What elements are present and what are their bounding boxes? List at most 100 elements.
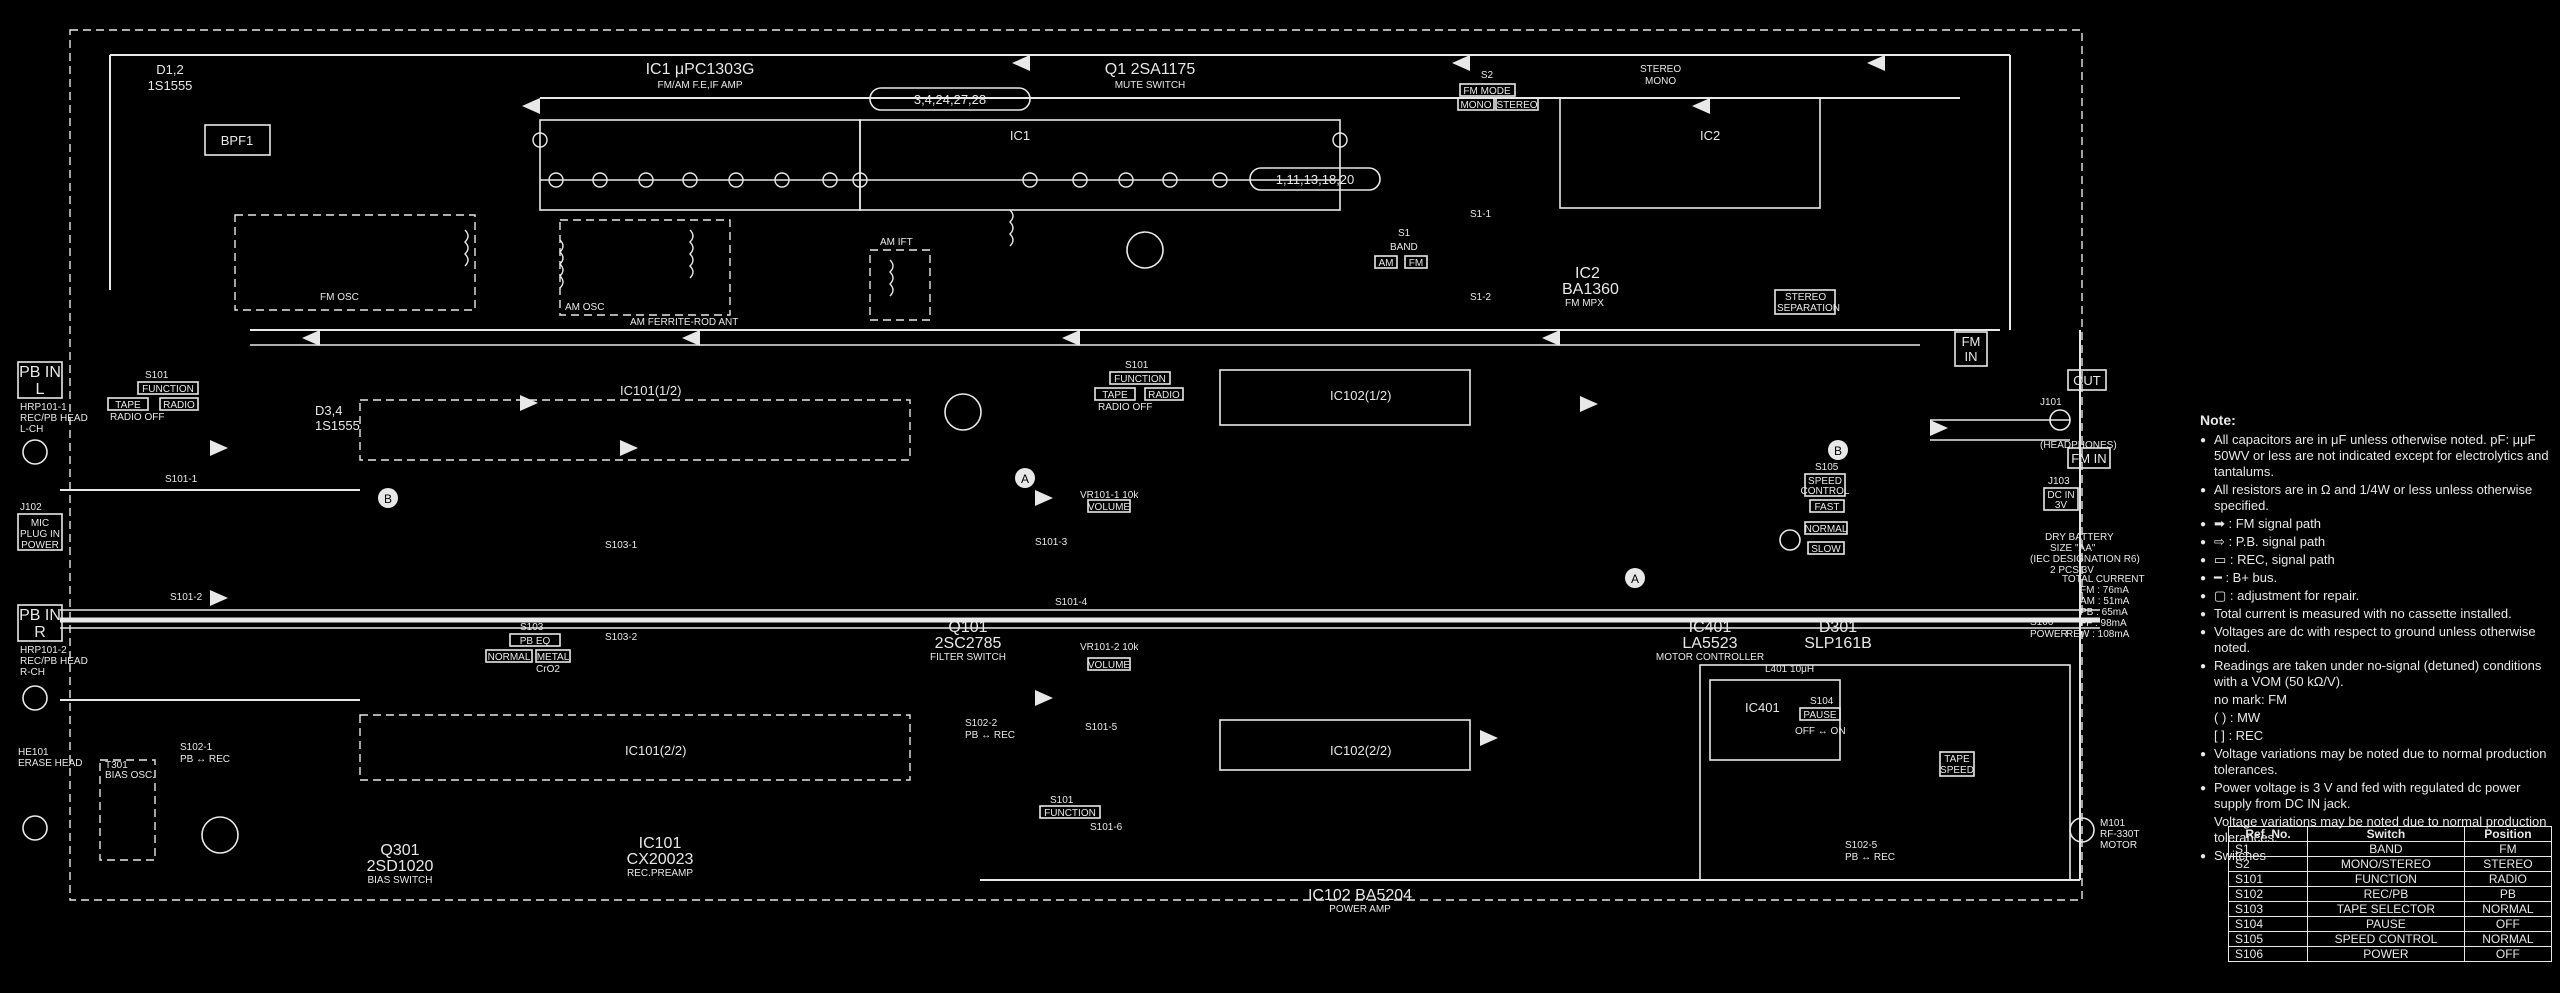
note-sub-item: no mark: FM — [2214, 692, 2287, 707]
note-item: Voltage variations may be noted due to n… — [2200, 746, 2550, 778]
s101a-radio: RADIO — [163, 400, 195, 411]
total-current-pb: PB : 65mA — [2080, 607, 2128, 618]
j102-l3: POWER — [21, 540, 59, 551]
cell-position: OFF — [2463, 946, 2553, 962]
ic102-desc: POWER AMP — [1329, 904, 1391, 915]
s1-desc: BAND — [1390, 242, 1418, 253]
q1-pin-list: 1,11,13,18,20 — [1276, 172, 1355, 187]
j102-l1: MIC — [31, 518, 49, 529]
s103-1-label: S103-1 — [605, 540, 638, 551]
fm-osc-label: FM OSC — [320, 292, 359, 303]
d301-led — [1779, 529, 1801, 551]
s101-4-label: S101-4 — [1055, 597, 1088, 608]
d34-part: 1S1555 — [315, 418, 360, 433]
q301-symbol — [201, 816, 239, 854]
hrp101-1-label: HRP101-1 — [20, 402, 67, 413]
marker-a-1 — [1015, 468, 1035, 488]
hrp101-2-label: HRP101-2 — [20, 645, 67, 656]
fm-osc-block — [234, 214, 476, 311]
j101-label: J101 — [2040, 397, 2062, 408]
switch-table-header: Ref. No. Switch Position — [2227, 826, 2553, 842]
note-item: Power voltage is 3 V and fed with regula… — [2200, 780, 2550, 812]
s102-5-desc: PB ↔ REC — [1845, 852, 1895, 863]
fm-in-label: FM IN — [2071, 451, 2106, 466]
j103-l1: DC IN — [2047, 490, 2074, 501]
svg-text:FM: FM — [1962, 334, 1981, 349]
pb-in-l-label: PB IN — [19, 364, 61, 381]
svg-text:CONTROL: CONTROL — [1801, 486, 1850, 497]
s104-opt: OFF ↔ ON — [1795, 726, 1846, 737]
hrp101-2-ch: R-CH — [20, 667, 45, 678]
s102-5-label: S102-5 — [1845, 840, 1878, 851]
cell-switch: TAPE SELECTOR — [2307, 901, 2465, 917]
hrp101-2-desc: REC/PB HEAD — [20, 656, 88, 667]
col-switch: Switch — [2307, 826, 2465, 842]
s103-cro2: CrO2 — [536, 664, 560, 675]
q301-part: 2SD1020 — [367, 858, 434, 875]
marker-a-2-text: A — [1631, 572, 1639, 586]
vr102-label: VR101-2 10k — [1080, 642, 1139, 653]
m101-part: RF-330T — [2100, 829, 2139, 840]
cell-switch: REC/PB — [2307, 886, 2465, 902]
s103-normal: NORMAL — [488, 652, 531, 663]
cell-position: STEREO — [2463, 856, 2553, 872]
ic101-label: IC101 — [639, 835, 682, 852]
q301-label: Q301 — [380, 842, 419, 859]
d12-label: D1,2 — [156, 62, 183, 77]
s101a-tape: TAPE — [115, 400, 141, 411]
s1-opt-fm: FM — [1409, 258, 1423, 269]
pcb-outline — [69, 29, 2083, 901]
ic101-half2 — [359, 714, 911, 781]
j102-l2: PLUG IN — [20, 529, 60, 540]
ic2-part: BA1360 — [1562, 281, 1619, 298]
marker-a-1-text: A — [1021, 472, 1029, 486]
s101-6-label: S101-6 — [1090, 822, 1123, 833]
out-label: OUT — [2073, 373, 2101, 388]
ic102-half2 — [1219, 719, 1471, 771]
note-sub-item: [ ] : REC — [2214, 728, 2264, 743]
pb-in-r-label: PB IN — [19, 607, 61, 624]
ic102-half1 — [1219, 369, 1471, 426]
note-item: ⇨ : P.B. signal path — [2200, 534, 2550, 551]
cell-ref: S103 — [2227, 901, 2309, 917]
motor-symbol — [2069, 817, 2095, 843]
volume1-label: VOLUME — [1088, 502, 1131, 513]
s101a-radio-off: RADIO OFF — [110, 412, 164, 423]
ic101-half2-label: IC101(2/2) — [625, 743, 686, 758]
ic1-desc: FM/AM F.E,IF AMP — [657, 80, 742, 91]
ic2-inner-label: IC2 — [1700, 128, 1720, 143]
pb-in-r-ch: R — [34, 624, 46, 641]
svg-text:BIAS OSC.: BIAS OSC. — [105, 770, 155, 781]
j102-label: J102 — [20, 502, 42, 513]
s106-desc: POWER — [2030, 629, 2068, 640]
rf-coils — [464, 209, 1014, 297]
s1-2-label: S1-2 — [1470, 292, 1492, 303]
col-position: Position — [2463, 826, 2553, 842]
s103-label: S103 — [520, 622, 544, 633]
am-ferrite-label: AM FERRITE-ROD ANT — [630, 317, 738, 328]
note-item: Readings are taken under no-signal (detu… — [2200, 658, 2550, 690]
notes-list: All capacitors are in μF unless otherwis… — [2200, 432, 2550, 865]
ic1-block — [539, 119, 861, 211]
svg-text:MONO: MONO — [1645, 76, 1676, 87]
ic1-pin-list: 3,4,24,27,28 — [914, 92, 986, 107]
am-ift-label: AM IFT — [880, 237, 913, 248]
d301-part: SLP161B — [1804, 635, 1872, 652]
cell-ref: S104 — [2227, 916, 2309, 932]
s103-metal: METAL — [537, 652, 570, 663]
s1-1-label: S1-1 — [1470, 209, 1492, 220]
s103-2-label: S103-2 — [605, 632, 638, 643]
s104-desc: PAUSE — [1803, 710, 1836, 721]
battery-l1: DRY BATTERY — [2045, 532, 2114, 543]
q101-symbol — [944, 393, 982, 431]
total-current-ff: FF : 98mA — [2080, 618, 2127, 629]
s104-label: S104 — [1810, 696, 1834, 707]
j103-l2: 3V — [2055, 500, 2068, 511]
battery-l2: SIZE "AA" — [2050, 543, 2096, 554]
